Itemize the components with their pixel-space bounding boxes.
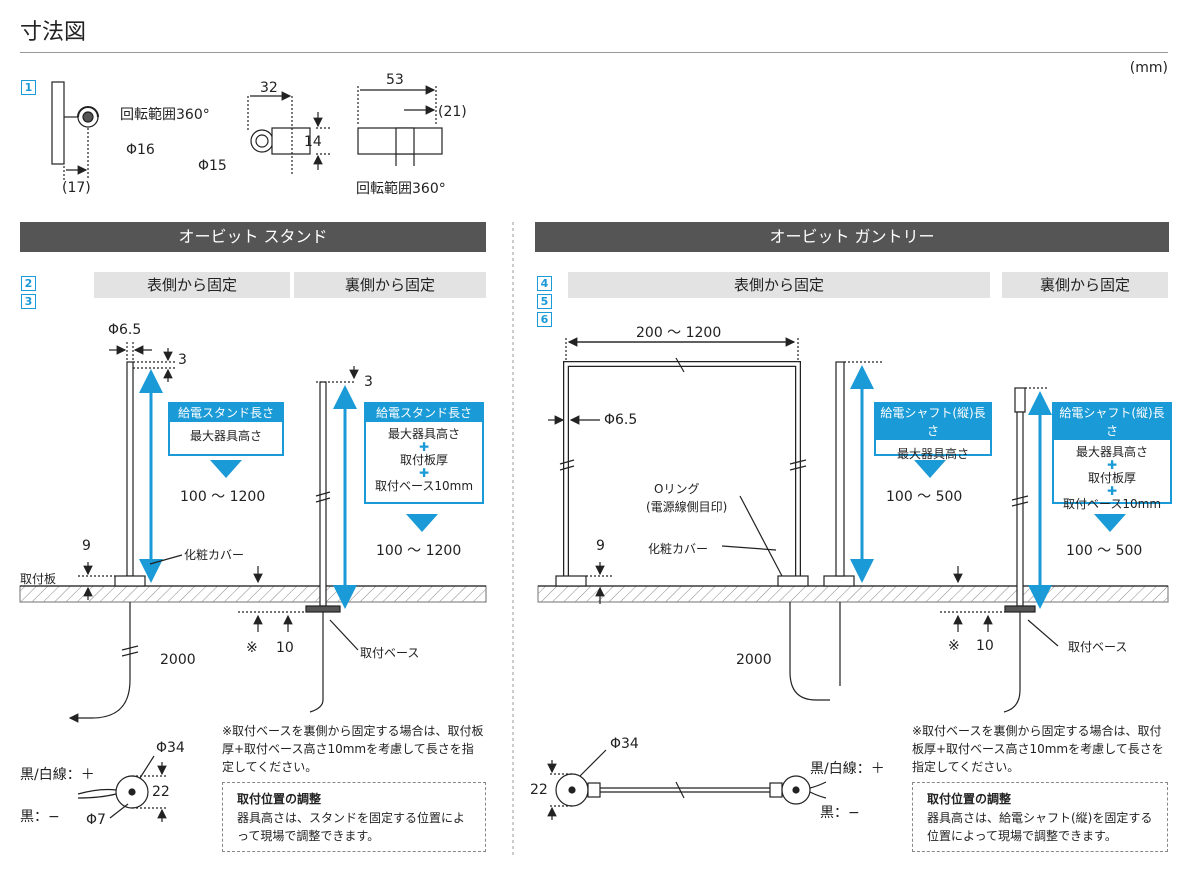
d14-label: 14 [304,134,322,150]
gantry-base-label: 取付ベース [1068,640,1128,654]
gantry-note: ※取付ベースを裏側から固定する場合は、取付板厚+取付ベース高さ10mmを考慮して… [912,724,1164,774]
rotate-label-1: 回転範囲360° [120,107,210,123]
box-heading: 給電スタンド長さ [366,404,482,422]
badge-1: 1 [21,80,36,95]
page-title: 寸法図 [20,20,87,45]
badge-5: 5 [537,294,552,309]
stand-wire-d22: 22 [152,784,170,800]
stand-kome: ※ [246,640,258,656]
down-arrow-icon [406,514,438,532]
box-heading: 給電シャフト(縦)長さ [1054,404,1170,440]
gantry-wire-d22: 22 [530,782,548,798]
stand-d9: 9 [82,538,91,554]
stand-wire-plus: 黒/白線：＋ [20,767,95,783]
top-detail-2 [247,91,330,176]
plus-icon: ✚ [418,466,430,480]
gantry-front-drawing [537,337,1169,701]
gantry-d10: 10 [976,638,994,654]
box-line: 最大器具高さ [387,427,460,441]
stand-d3b: 3 [364,374,373,390]
gantry-d2000: 2000 [736,652,772,668]
box-line: 取付板厚 [1087,471,1136,485]
gantry-wire-plus: 黒/白線：＋ [810,761,885,777]
rotate-label-2: 回転範囲360° [356,181,446,197]
gantry-back-range: 100 〜 500 [1066,543,1143,559]
box-line: 最大器具高さ [189,429,262,443]
stand-phi65: Φ6.5 [108,322,142,338]
down-arrow-icon [1094,514,1126,532]
stand-d2000: 2000 [160,652,196,668]
box-line: 取付ベース10mm [1062,497,1162,511]
phi16-label: Φ16 [126,142,155,158]
title-underline [20,52,1168,53]
stand-wire-drawing [77,755,168,822]
stand-d10: 10 [276,640,294,656]
d17-label: (17) [62,180,91,196]
gantry-phi65: Φ6.5 [604,412,638,428]
gantry-wire-drawing [547,749,827,820]
adjust-heading: 取付位置の調整 [927,792,1012,806]
plus-icon: ✚ [1106,484,1118,498]
stand-front-range: 100 〜 1200 [180,489,266,505]
box-line: 最大器具高さ [1075,445,1148,459]
gantry-oring: Oリング [654,482,700,496]
gantry-back-drawing [940,387,1059,713]
plus-icon: ✚ [1106,458,1118,472]
phi15-label: Φ15 [198,158,227,174]
top-detail-1 [51,81,99,180]
adjust-heading: 取付位置の調整 [237,792,322,806]
stand-back-range: 100 〜 1200 [376,543,462,559]
gantry-cover: 化粧カバー [648,542,709,556]
gantry-header: オービット ガントリー [535,222,1169,252]
gantry-front-length-box: 給電シャフト(縦)長さ 最大器具高さ [874,402,992,461]
gantry-adjust-box: 取付位置の調整 器具高さは、給電シャフト(縦)を固定する位置によって現場で調整で… [912,782,1168,852]
badge-2: 2 [21,276,36,291]
stand-front-length-box: 給電スタンド長さ 最大器具高さ [168,402,284,456]
stand-wire-minus: 黒：− [20,809,60,825]
box-line: 取付ベース10mm [374,479,474,493]
down-arrow-icon [914,460,946,478]
plus-icon: ✚ [418,440,430,454]
gantry-wire-phi34: Φ34 [610,736,639,752]
stand-back-tab: 裏側から固定 [294,272,486,298]
gantry-d9: 9 [596,538,605,554]
stand-back-drawing [238,366,359,713]
badge-3: 3 [21,294,36,309]
stand-cover-label: 化粧カバー [184,548,245,562]
stand-plate-label: 取付板 [20,572,57,586]
gantry-wire-minus: 黒：− [820,805,860,821]
stand-wire-phi7: Φ7 [86,812,106,828]
top-detail-3 [357,85,443,166]
stand-base-label: 取付ベース [360,646,420,660]
stand-front-drawing [19,342,487,723]
stand-back-length-box: 給電スタンド長さ 最大器具高さ ✚ 取付板厚 ✚ 取付ベース10mm [364,402,484,504]
adjust-text: 器具高さは、スタンドを固定する位置によって現場で調整できます。 [237,811,466,843]
gantry-kome: ※ [948,638,960,654]
gantry-back-length-box: 給電シャフト(縦)長さ 最大器具高さ ✚ 取付板厚 ✚ 取付ベース10mm [1052,402,1172,511]
stand-note: ※取付ベースを裏側から固定する場合は、取付板厚+取付ベース高さ10mmを考慮して… [222,724,484,774]
box-heading: 給電シャフト(縦)長さ [876,404,990,440]
stand-adjust-box: 取付位置の調整 器具高さは、スタンドを固定する位置によって現場で調整できます。 [222,782,486,852]
box-line: 最大器具高さ [896,447,969,461]
d53-label: 53 [386,72,404,88]
adjust-text: 器具高さは、給電シャフト(縦)を固定する位置によって現場で調整できます。 [927,811,1153,843]
unit-label: (mm) [1129,60,1168,76]
gantry-oring-sub: (電源線側目印) [646,500,728,514]
gantry-back-tab: 裏側から固定 [1002,272,1168,298]
badge-4: 4 [537,276,552,291]
stand-d3a: 3 [178,352,187,368]
stand-front-tab: 表側から固定 [94,272,290,298]
stand-wire-phi34: Φ34 [156,740,185,756]
box-heading: 給電スタンド長さ [170,404,282,422]
stand-header: オービット スタンド [20,222,486,252]
d32-label: 32 [260,80,278,96]
box-line: 取付板厚 [399,453,448,467]
d21-label: (21) [438,104,467,120]
gantry-front-range: 100 〜 500 [886,489,963,505]
down-arrow-icon [210,460,242,478]
gantry-front-tab: 表側から固定 [568,272,990,298]
badge-6: 6 [537,312,552,327]
gantry-width: 200 〜 1200 [636,325,722,341]
